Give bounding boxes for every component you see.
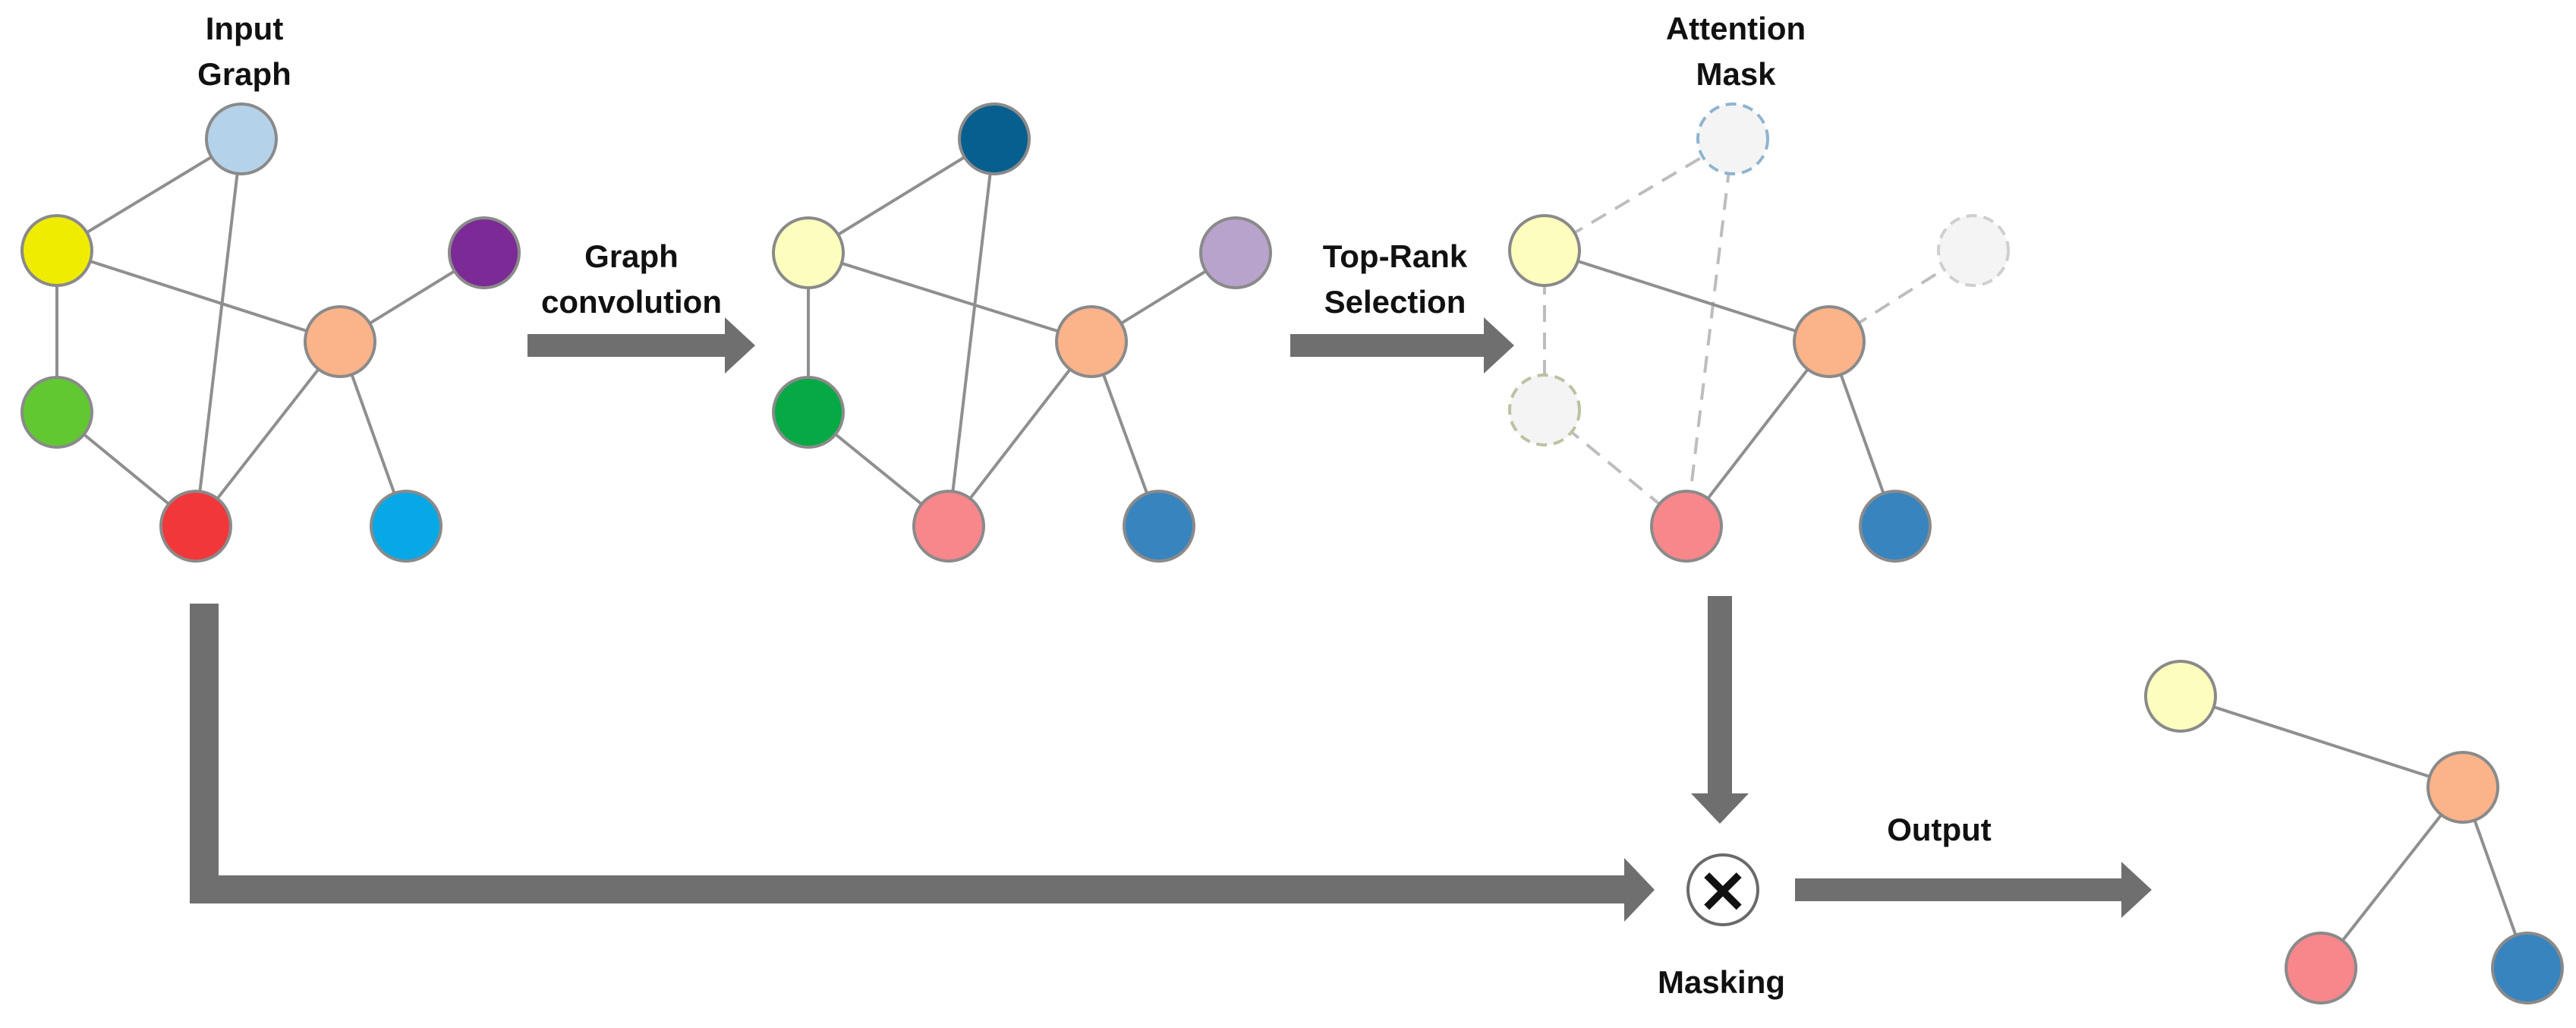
right-arrow-icon [1290,317,1514,374]
edge [1685,340,1831,528]
edge [947,340,1093,528]
attention-mask-label-line2: Mask [1696,56,1776,92]
node-lavender [1199,216,1272,289]
edge [808,251,1092,343]
output-graph-edges [2180,695,2529,970]
graph-convolution-label-line2: convolution [541,284,722,320]
node-dark-blue [958,102,1031,175]
attention-mask-edges [1543,137,1975,528]
graph-convolution-arrow: Graph convolution [527,238,755,374]
output-label: Output [1887,812,1992,847]
node-light-blue [205,102,278,175]
output-graph-nodes [2144,660,2564,1004]
output-graph [2144,660,2564,1004]
node-orange [1055,305,1128,378]
attention-mask-label-line1: Attention [1666,11,1806,46]
node-pale-yellow [2144,660,2217,733]
node-green [772,376,845,449]
output-arrow: Output [1795,812,2152,918]
input-graph: Input Graph [20,11,521,563]
graph-convolution-label-line1: Graph [584,238,679,274]
edge [947,138,996,527]
multiply-symbol: × [1696,852,1749,926]
dashed-edge [1685,138,1734,527]
input-graph-edges [55,137,486,528]
masked-node [1937,214,2010,287]
input-graph-label-line2: Graph [197,56,291,92]
edge [194,138,243,527]
right-arrow-icon [1795,862,2152,918]
convolved-graph-edges [807,137,1237,528]
node-red [159,490,232,563]
dashed-edge [1543,137,1734,252]
edge [2319,786,2464,970]
input-graph-nodes [20,102,521,563]
node-steel-blue [1123,490,1195,563]
node-pink [2285,932,2357,1004]
top-rank-selection-arrow: Top-Rank Selection [1290,238,1514,374]
edge [194,340,342,528]
right-arrow-icon [527,317,755,374]
edge [56,249,341,343]
node-orange [2426,751,2499,824]
node-green [20,376,93,449]
node-yellow [20,214,93,287]
attention-mask-nodes [1508,102,2010,563]
multiply-operator-icon [1686,853,1759,926]
down-arrow-icon [1691,596,1749,824]
convolved-graph-nodes [772,102,1272,563]
top-rank-label-line1: Top-Rank [1323,238,1468,274]
node-steel-blue [2491,932,2564,1004]
edge [1544,249,1830,343]
attention-mask-graph: Attention Mask [1508,11,2010,563]
node-blue [370,490,442,563]
node-orange [304,305,376,378]
masked-node [1508,374,1581,446]
node-pink [912,490,985,563]
skip-connection-arrow-icon [190,604,1655,922]
node-pale-yellow [1508,214,1581,287]
edge [2180,695,2464,789]
node-steel-blue [1859,490,1932,563]
convolved-graph [772,102,1272,563]
masked-node [1696,102,1769,175]
masking-label: Masking [1658,964,1785,1000]
node-orange [1793,305,1866,378]
node-pink [1650,490,1723,563]
node-pale-yellow [772,216,845,289]
masking-operator: × Masking [1658,852,1785,1000]
top-rank-label-line2: Selection [1324,284,1466,320]
input-graph-label-line1: Input [206,11,284,46]
node-purple [448,216,521,289]
